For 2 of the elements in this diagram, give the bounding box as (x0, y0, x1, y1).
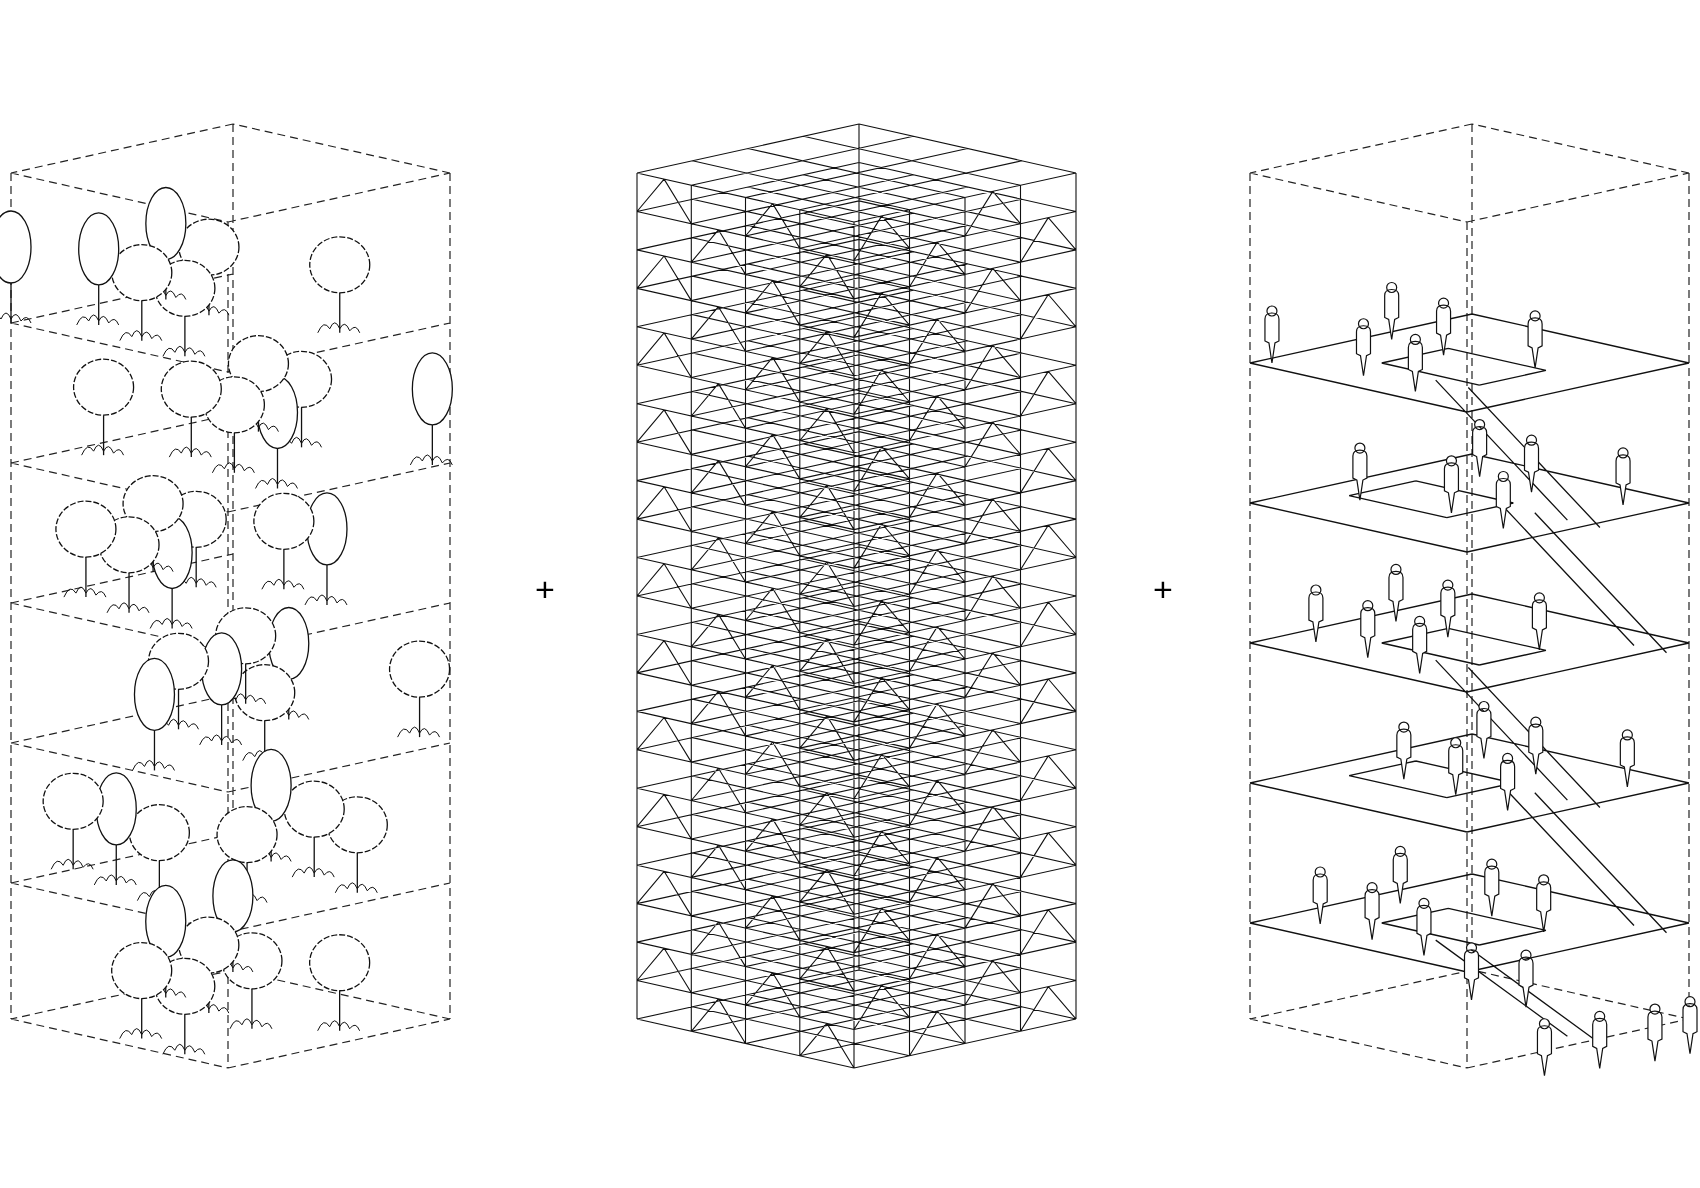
plus-sign: + (1153, 572, 1173, 606)
plus-sign: + (535, 572, 555, 606)
